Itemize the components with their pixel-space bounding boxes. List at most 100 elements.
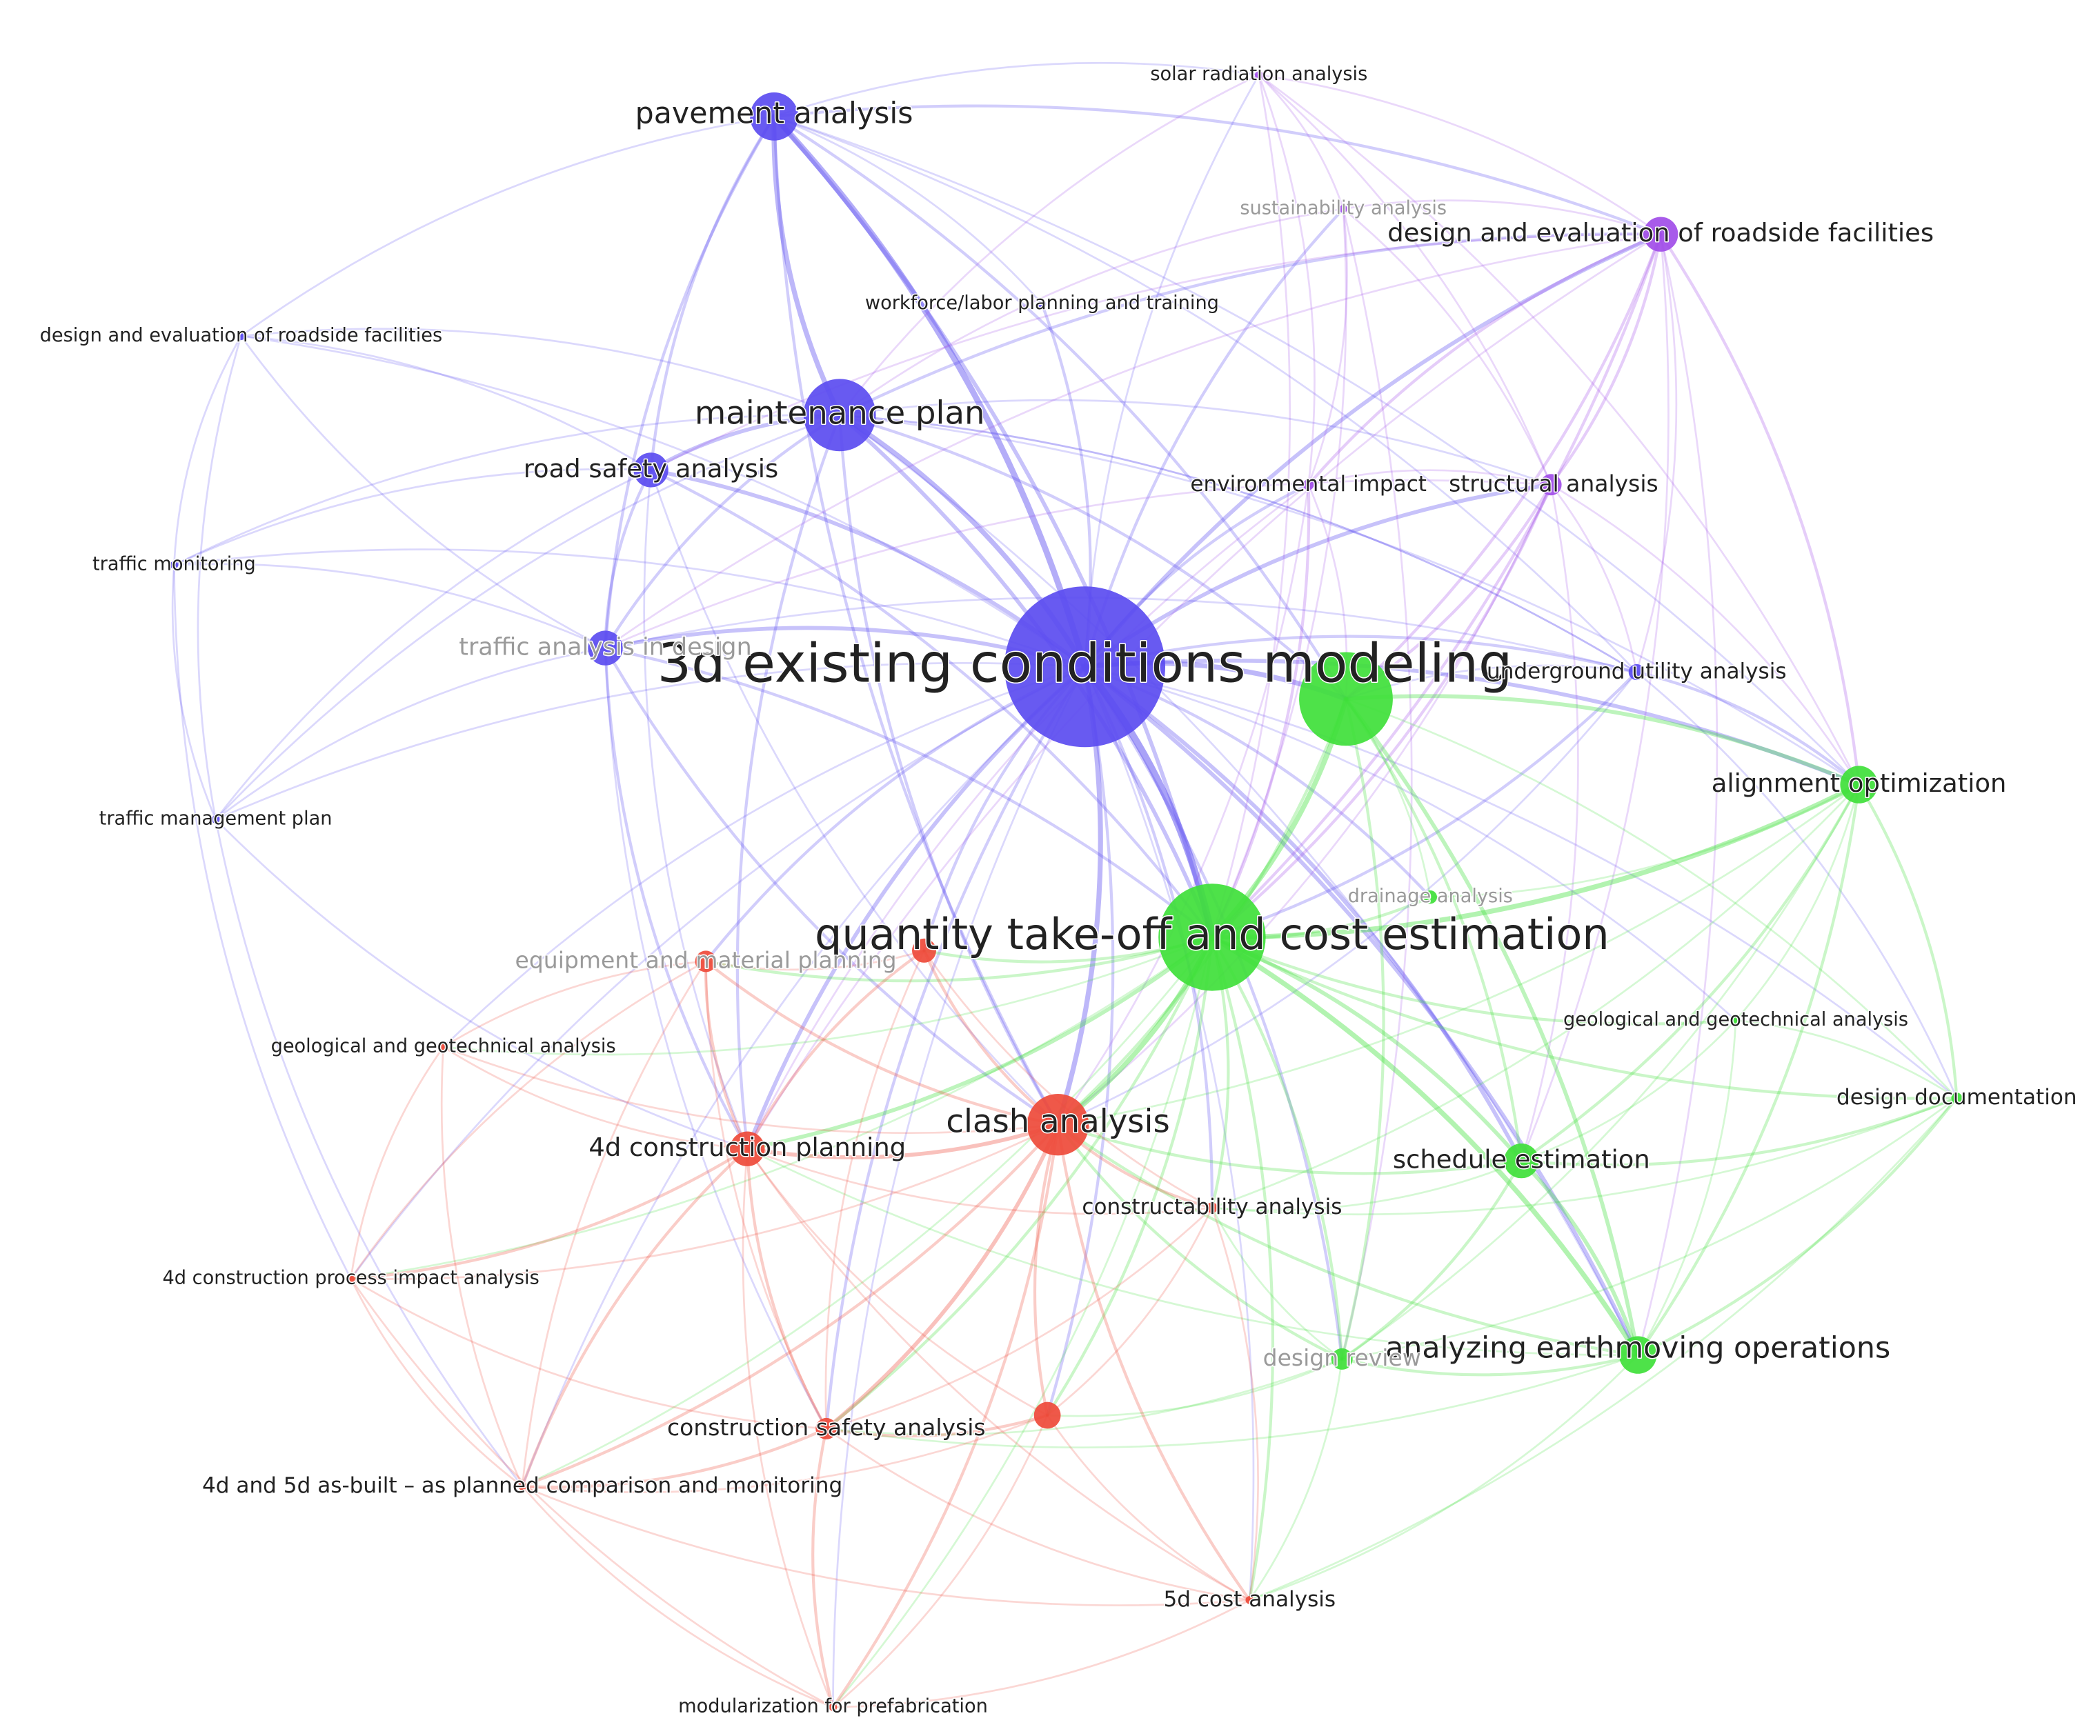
- edge-n10-n1: [1211, 208, 1347, 939]
- edge-n1-n26: [442, 936, 1214, 1056]
- node-modularization-for-prefabrication[interactable]: [829, 1703, 838, 1711]
- edge-n25-n27: [350, 960, 707, 1280]
- label-alignment-optimization: alignment optimization: [1712, 768, 2007, 798]
- edge-n3-n7: [604, 413, 842, 650]
- edge-n0-n6: [173, 548, 1086, 668]
- node-construction-safety-analysis[interactable]: [815, 1417, 838, 1439]
- edge-n4-n23: [650, 469, 1059, 1126]
- edge-n6-n7: [173, 563, 606, 649]
- node-constructability-analysis[interactable]: [1207, 1202, 1218, 1213]
- edge-n10-n3: [838, 208, 1345, 417]
- edge-n15-n23: [1057, 671, 1638, 1126]
- edge-n15-n19: [1635, 671, 1958, 1099]
- edge-n9-n11: [1258, 74, 1662, 236]
- edge-n20-n28: [1211, 1159, 1523, 1212]
- edge-n33-n19: [1345, 698, 1958, 1099]
- node-alignment-optimization[interactable]: [1840, 766, 1878, 804]
- edge-n14-n15: [1549, 483, 1638, 673]
- node-quantity-take-off-and-cost-estimation[interactable]: [1158, 884, 1266, 991]
- edge-n16-n22: [1340, 784, 1860, 1360]
- node-traffic-monitoring[interactable]: [170, 561, 179, 569]
- node-equipment-and-material-planning[interactable]: [695, 950, 717, 972]
- edge-n14-n23: [1057, 483, 1552, 1126]
- label-design-and-evaluation-of-roadside-facilities: design and evaluation of roadside facili…: [1387, 218, 1934, 248]
- node-underground-utility-analysis[interactable]: [1628, 664, 1645, 681]
- edge-n9-n14: [1258, 74, 1552, 486]
- node-4d-and-5d-as-built-as-planned-comparison-and-monitoring[interactable]: [518, 1482, 526, 1490]
- edge-n1-n30: [521, 936, 1214, 1488]
- node-drainage-analysis[interactable]: [1423, 890, 1437, 904]
- edge-n23-n25: [704, 959, 1060, 1126]
- edge-n19-n28: [1211, 1097, 1958, 1216]
- node-schedule-estimation[interactable]: [1504, 1143, 1539, 1179]
- edge-n2-n15: [773, 115, 1638, 673]
- node-geological-and-geotechnical-analysis[interactable]: [1732, 1016, 1740, 1025]
- node-n34[interactable]: [1033, 1401, 1061, 1429]
- edge-n16-n17: [1429, 784, 1860, 899]
- node-traffic-management-plan[interactable]: [211, 815, 220, 824]
- node-maintenance-plan[interactable]: [803, 379, 876, 452]
- label-4d-construction-planning: 4d construction planning: [588, 1133, 906, 1162]
- node-3d-existing-conditions-modeling[interactable]: [1004, 586, 1165, 748]
- edge-n23-n27: [350, 1124, 1059, 1280]
- edge-n21-n23: [1056, 1123, 1640, 1357]
- node-geological-and-geotechnical-analysis[interactable]: [439, 1043, 448, 1051]
- edge-n16-n33: [1344, 694, 1861, 787]
- node-design-review[interactable]: [1331, 1348, 1353, 1370]
- node-pavement-analysis[interactable]: [750, 92, 798, 141]
- edge-n2-n16: [773, 115, 1860, 786]
- edge-n20-n22: [1340, 1159, 1523, 1361]
- node-n33[interactable]: [1299, 652, 1393, 746]
- edge-n11-n20: [1520, 233, 1670, 1162]
- edge-n16-n19: [1857, 783, 1959, 1099]
- node-design-documentation[interactable]: [1951, 1093, 1963, 1104]
- edge-n1-n31: [1210, 935, 1275, 1602]
- label-4d-construction-process-impact-analysis: 4d construction process impact analysis: [162, 1268, 539, 1289]
- node-workforce-labor-planning-and-training[interactable]: [1038, 299, 1047, 308]
- label-traffic-analysis-in-design: traffic analysis in design: [459, 634, 751, 661]
- node-5d-cost-analysis[interactable]: [1245, 1596, 1254, 1604]
- edge-n21-n29: [825, 1354, 1639, 1449]
- edge-n22-n29: [825, 1358, 1343, 1436]
- label-constructability-analysis: constructability analysis: [1082, 1195, 1342, 1219]
- edge-n31-n34: [1046, 1414, 1251, 1602]
- edge-n2-n12: [773, 115, 1043, 306]
- node-structural-analysis[interactable]: [1540, 474, 1562, 496]
- node-analyzing-earthmoving-operations[interactable]: [1619, 1336, 1657, 1374]
- node-road-safety-analysis[interactable]: [633, 452, 668, 488]
- edge-n24-n35: [746, 949, 926, 1150]
- edge-n13-n24: [746, 483, 1310, 1150]
- label-quantity-take-off-and-cost-estimation: quantity take-off and cost estimation: [815, 909, 1609, 959]
- edge-n0-n32: [832, 666, 1086, 1708]
- edge-n19-n31: [1248, 1097, 1958, 1602]
- edge-n25-n26: [442, 960, 707, 1048]
- node-design-and-evaluation-of-roadside-facilities[interactable]: [1643, 217, 1678, 252]
- node-4d-construction-process-impact-analysis[interactable]: [346, 1275, 355, 1283]
- network-labels: 3d existing conditions modelingquantity …: [39, 63, 2078, 1718]
- edge-n26-n27: [350, 1046, 444, 1280]
- edge-n3-n24: [735, 413, 842, 1150]
- edge-n1-n27: [350, 936, 1214, 1280]
- edge-n10-n22: [1340, 208, 1413, 1360]
- edge-n7-n29: [604, 647, 828, 1430]
- label-analyzing-earthmoving-operations: analyzing earthmoving operations: [1385, 1330, 1890, 1365]
- node-n35[interactable]: [912, 938, 936, 963]
- node-4d-construction-planning[interactable]: [730, 1131, 765, 1166]
- node-traffic-analysis-in-design[interactable]: [588, 630, 623, 666]
- edge-n22-n23: [1056, 1123, 1344, 1361]
- edge-n31-n32: [832, 1599, 1251, 1708]
- node-solar-radiation-analysis[interactable]: [1255, 70, 1263, 79]
- edge-n20-n18: [1520, 1019, 1737, 1162]
- node-sustainability-analysis[interactable]: [1339, 205, 1347, 213]
- edge-n9-n1: [1211, 74, 1291, 939]
- edge-n19-n18: [1734, 1019, 1958, 1099]
- edge-n24-n25: [704, 959, 749, 1150]
- node-environmental-impact[interactable]: [1302, 479, 1314, 490]
- edge-n14-n20: [1520, 483, 1579, 1162]
- edge-n20-n23: [1056, 1123, 1523, 1175]
- node-clash-analysis[interactable]: [1027, 1094, 1089, 1156]
- edge-n24-n26: [442, 1046, 749, 1150]
- node-design-and-evaluation-of-roadside-facilities[interactable]: [237, 332, 246, 341]
- label-schedule-estimation: schedule estimation: [1393, 1145, 1650, 1175]
